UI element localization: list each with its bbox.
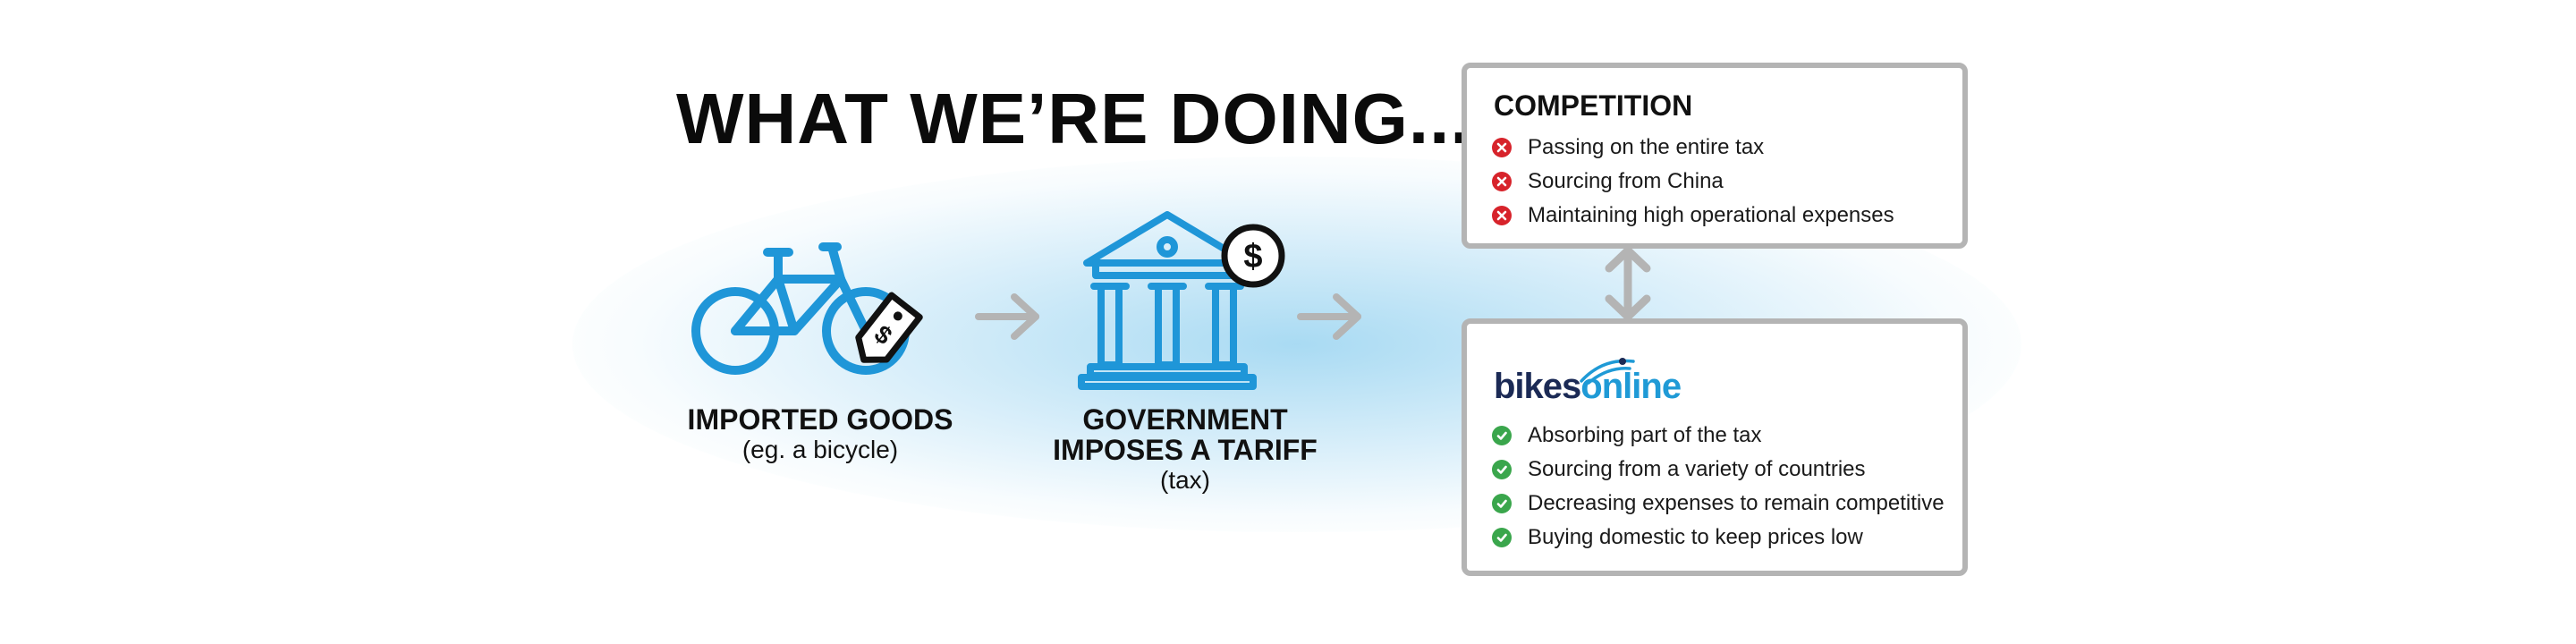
government-title-line2: IMPOSES A TARIFF — [1053, 434, 1318, 466]
bikesonline-list: Absorbing part of the tax Sourcing from … — [1492, 419, 1945, 555]
svg-text:$: $ — [1243, 238, 1262, 275]
list-item-text: Maintaining high operational expenses — [1528, 203, 1894, 227]
bicycle-with-price-tag-icon: $ — [689, 234, 948, 377]
check-circle-icon — [1492, 460, 1512, 479]
competition-title: COMPETITION — [1494, 89, 1693, 122]
check-circle-icon — [1492, 528, 1512, 547]
logo-text-bikes: bikes — [1494, 367, 1581, 406]
logo-text-online: online — [1580, 367, 1682, 406]
bikesonline-card: bikesonline Absorbing part of the tax So… — [1462, 318, 1968, 576]
x-circle-icon — [1492, 172, 1512, 191]
government-title-line1: GOVERNMENT — [1082, 403, 1288, 436]
list-item-text: Passing on the entire tax — [1528, 135, 1765, 159]
government-building-with-dollar-icon: $ — [1078, 208, 1292, 391]
government-subtitle: (tax) — [1160, 466, 1210, 494]
list-item-text: Absorbing part of the tax — [1528, 423, 1762, 447]
list-item-text: Decreasing expenses to remain competitiv… — [1528, 491, 1945, 515]
imported-goods-subtitle: (eg. a bicycle) — [741, 436, 899, 463]
double-arrow-vertical-icon — [1597, 243, 1659, 324]
bikesonline-logo: bikesonline — [1494, 356, 1708, 408]
government-tariff-label: GOVERNMENT IMPOSES A TARIFF (tax) — [1020, 404, 1351, 496]
arrow-right-icon — [973, 288, 1045, 345]
check-circle-icon — [1492, 426, 1512, 445]
list-item: Decreasing expenses to remain competitiv… — [1492, 487, 1945, 521]
x-circle-icon — [1492, 206, 1512, 225]
list-item-text: Buying domestic to keep prices low — [1528, 525, 1863, 549]
page-title: WHAT WE’RE DOING... — [676, 79, 1471, 158]
imported-goods-title: IMPORTED GOODS — [687, 403, 953, 436]
list-item: Absorbing part of the tax — [1492, 419, 1945, 453]
list-item-text: Sourcing from a variety of countries — [1528, 457, 1866, 481]
competition-list: Passing on the entire tax Sourcing from … — [1492, 131, 1894, 233]
x-circle-icon — [1492, 138, 1512, 157]
list-item: Buying domestic to keep prices low — [1492, 521, 1945, 555]
list-item: Sourcing from China — [1492, 165, 1894, 199]
list-item: Maintaining high operational expenses — [1492, 199, 1894, 233]
arrow-right-icon — [1295, 288, 1367, 345]
list-item: Passing on the entire tax — [1492, 131, 1894, 165]
cyclist-swoosh-icon — [1580, 358, 1635, 385]
check-circle-icon — [1492, 494, 1512, 513]
list-item: Sourcing from a variety of countries — [1492, 453, 1945, 487]
competition-card: COMPETITION Passing on the entire tax So… — [1462, 63, 1968, 249]
imported-goods-label: IMPORTED GOODS (eg. a bicycle) — [673, 404, 968, 465]
list-item-text: Sourcing from China — [1528, 169, 1724, 193]
